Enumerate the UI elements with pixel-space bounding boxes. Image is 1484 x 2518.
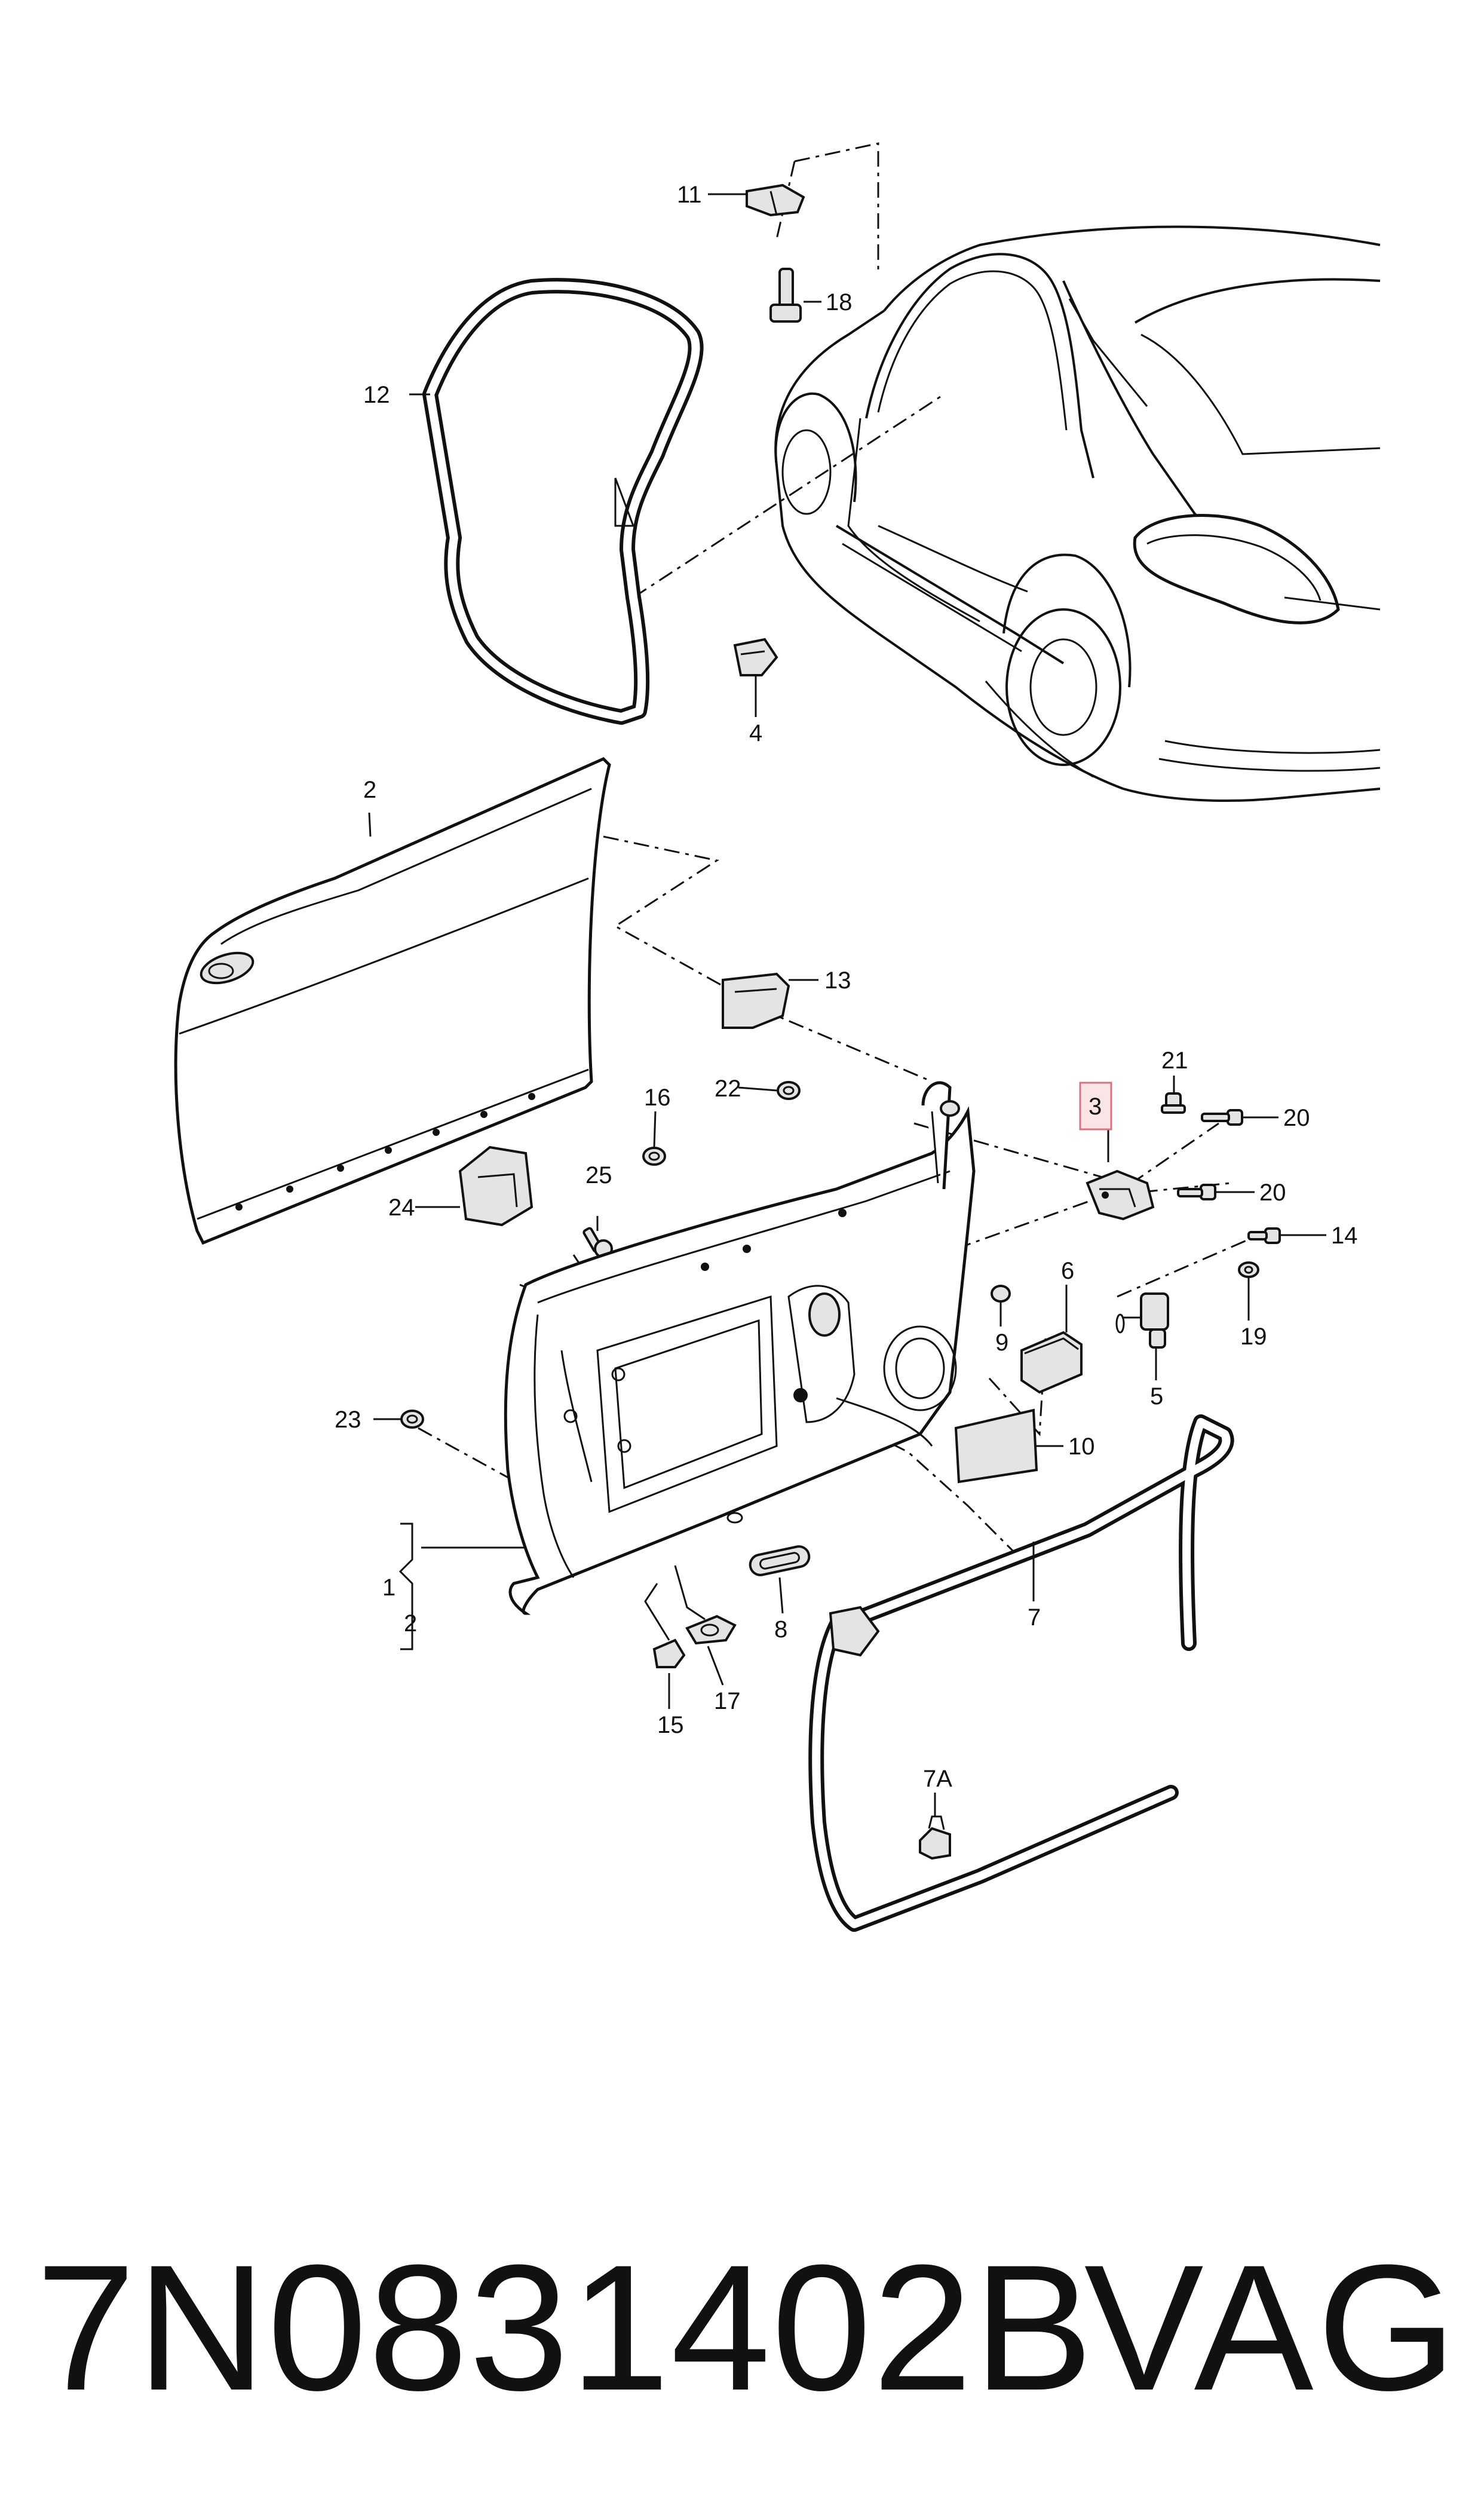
part-16-grommet xyxy=(642,1147,666,1166)
part-19-stud xyxy=(1238,1261,1259,1278)
callout-2: 2 xyxy=(363,777,376,803)
part-11-clip xyxy=(746,183,805,217)
callout-1: 1 xyxy=(382,1574,395,1601)
part-14-bolt xyxy=(1247,1227,1281,1244)
callout-12: 12 xyxy=(363,382,390,408)
callout-22: 22 xyxy=(715,1076,741,1102)
part-4-buffer xyxy=(733,638,778,676)
callout-14: 14 xyxy=(1331,1223,1358,1249)
callout-23: 23 xyxy=(335,1407,361,1433)
part-8-plug xyxy=(749,1545,811,1576)
door-outer-panel-2 xyxy=(174,757,611,1245)
part-13-bracket xyxy=(722,972,790,1029)
door-seal-12 xyxy=(422,278,704,725)
brand-label: VAG xyxy=(1084,2227,1460,2428)
callout-20b: 20 xyxy=(1259,1180,1286,1206)
part-21-bolt xyxy=(1161,1092,1186,1114)
car-body-illustration xyxy=(774,225,1381,802)
callout-17: 17 xyxy=(714,1688,741,1714)
part-number: 7N0831402B xyxy=(36,2227,1094,2428)
callout-7: 7 xyxy=(1028,1604,1041,1631)
part-20-bolt-upper xyxy=(1201,1109,1243,1126)
callout-15: 15 xyxy=(657,1712,684,1738)
part-24-check-strap xyxy=(458,1145,533,1227)
part-9-plug xyxy=(991,1285,1011,1303)
callout-16: 16 xyxy=(644,1085,671,1111)
callout-11: 11 xyxy=(677,182,702,208)
callout-4: 4 xyxy=(749,720,762,746)
part-10-foil xyxy=(954,1408,1038,1484)
callout-2-bracket: 2 xyxy=(404,1610,417,1637)
part-20-bolt-lower xyxy=(1177,1184,1216,1200)
callout-7a: 7A xyxy=(923,1766,952,1792)
callout-3-highlight xyxy=(1079,1082,1112,1131)
part-3-hinge xyxy=(1086,1169,1155,1221)
door-shell-1 xyxy=(504,1081,976,1615)
callout-10: 10 xyxy=(1068,1433,1095,1460)
part-6-stop xyxy=(1020,1331,1083,1394)
callout-19: 19 xyxy=(1240,1324,1267,1350)
part-17-plug xyxy=(685,1615,737,1645)
callout-24: 24 xyxy=(388,1194,415,1221)
callout-6: 6 xyxy=(1061,1258,1074,1284)
callout-20a: 20 xyxy=(1283,1105,1310,1131)
callout-labels: 11 18 12 4 2 13 21 3 16 22 20 20 24 25 1… xyxy=(335,182,1358,1792)
callout-13: 13 xyxy=(824,967,851,994)
callout-18: 18 xyxy=(826,289,853,315)
callout-8: 8 xyxy=(774,1616,787,1643)
part-22-grommet xyxy=(777,1081,801,1100)
part-7-window-seal xyxy=(808,1414,1234,1932)
part-23-grommet xyxy=(400,1410,424,1429)
callout-21: 21 xyxy=(1161,1047,1188,1074)
part-15-plug xyxy=(652,1638,686,1668)
callout-9: 9 xyxy=(995,1330,1008,1356)
footer: 7N0831402B VAG xyxy=(0,2211,1484,2462)
part-5-door-check xyxy=(1115,1292,1169,1349)
callout-25: 25 xyxy=(585,1162,612,1188)
part-18-bolt xyxy=(769,268,802,323)
part-7a-clip xyxy=(919,1815,951,1860)
callout-3: 3 xyxy=(1089,1093,1102,1120)
callout-leaders xyxy=(368,193,1326,1816)
callout-5: 5 xyxy=(1150,1383,1163,1410)
